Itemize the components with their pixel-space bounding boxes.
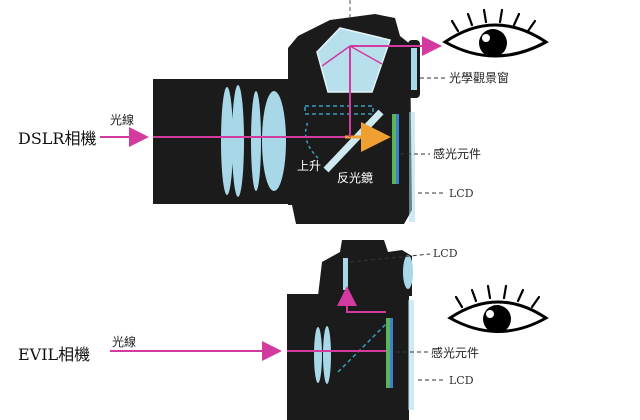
dslr-lens-element [221,87,233,195]
evil-eye-icon [447,284,549,333]
dslr-lens-element [232,85,244,197]
dslr-eyepiece-glass [411,48,417,90]
dslr-mirror [323,109,384,173]
dslr-camera [100,0,446,224]
evil-top-lcd-label: LCD [433,247,458,260]
dslr-title: DSLR相機 [18,129,96,148]
dslr-lcd-label: LCD [449,187,474,200]
evil-lcd [408,300,414,410]
dslr-sensor-label: 感光元件 [433,146,481,161]
evil-signal-path [337,286,386,313]
dslr-prism-ray [321,45,351,67]
dslr-eye-icon [442,8,549,58]
evil-title: EVIL相機 [18,345,90,364]
dslr-mirror-label: 反光鏡 [337,170,373,185]
evil-sensor-blue [390,318,393,388]
dslr-mirror-raised [304,105,374,115]
evil-lcd-label: LCD [449,374,474,387]
leader-evil-top-lcd [349,253,431,263]
evil-eyepiece-glass [403,255,413,289]
evil-ghost-mirror [337,321,389,373]
evil-light-label: 光線 [112,334,136,349]
dslr-pentaprism [316,27,391,93]
evil-evf-screen [343,258,348,290]
dslr-viewfinder-label: 光學觀景窗 [449,71,509,85]
evil-sensor-green [386,318,390,388]
evil-camera [110,240,446,420]
evil-sensor-label: 感光元件 [431,345,479,360]
dslr-lens-element [251,91,261,191]
dslr-light-label: 光線 [110,112,134,127]
evil-viewfinder-hump [318,240,412,296]
dslr-raise-arrow [304,121,319,159]
dslr-prism-ray [349,45,383,65]
dslr-lcd [409,112,415,222]
evil-lens-element [323,326,331,384]
dslr-sensor-green [392,114,396,184]
dslr-raise-label: 上升 [297,159,321,173]
dslr-sensor-blue [396,114,399,184]
evil-lens-element [314,327,322,383]
dslr-lens-element [262,91,286,191]
